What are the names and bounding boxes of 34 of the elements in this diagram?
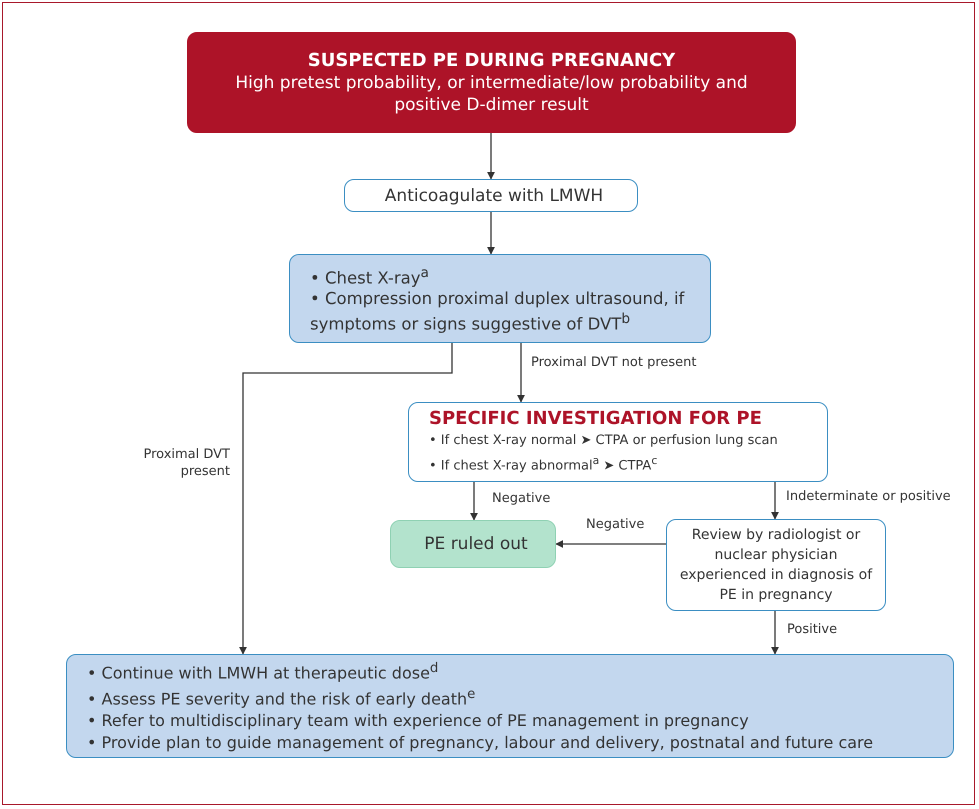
box-text: Review by radiologist or nuclear physician experienced in diagnosis of PE in pregnancy xyxy=(678,526,874,605)
bullet-item: • Refer to multidisciplinary team with experience of PE management in pregnancy xyxy=(87,710,750,732)
bullet-item: • Continue with LMWH at therapeutic dose$^{d}$ xyxy=(87,660,440,684)
box-title: SUSPECTED PE DURING PREGNANCY xyxy=(306,50,676,72)
bullet-item: • Compression proximal duplex ultrasound, if symptoms or signs suggestive of DVT$^{b}$ xyxy=(310,288,686,334)
process-box xyxy=(344,179,638,212)
arrow xyxy=(555,540,666,548)
arrow xyxy=(487,133,495,180)
box-title: SPECIFIC INVESTIGATION FOR PE xyxy=(429,407,763,432)
action-box xyxy=(66,654,954,758)
start-box xyxy=(187,32,796,133)
bullet-item: • If chest X-ray abnormal$^{a}$ ➤ CTPA$^{c}$ xyxy=(429,453,658,476)
edge-label: Indeterminate or positive xyxy=(786,488,951,505)
arrow xyxy=(517,343,525,403)
box-text: Anticoagulate with LMWH xyxy=(384,184,604,206)
arrow xyxy=(470,482,478,521)
arrow xyxy=(771,611,779,655)
process-box xyxy=(666,519,886,611)
arrow xyxy=(239,343,453,655)
edge-label: Proximal DVT not present xyxy=(531,354,696,371)
edge-label: Proximal DVT present xyxy=(142,446,230,480)
arrow xyxy=(487,212,495,255)
edge-label: Negative xyxy=(492,490,550,507)
investigation-box xyxy=(408,402,828,482)
arrow xyxy=(771,482,779,520)
action-box xyxy=(289,254,711,343)
bullet-item: • Assess PE severity and the risk of early death$^{e}$ xyxy=(87,686,476,710)
bullet-item: • If chest X-ray normal ➤ CTPA or perfusion lung scan xyxy=(429,432,779,450)
bullet-item: • Provide plan to guide management of pregnancy, labour and delivery, postnatal and future care xyxy=(87,732,874,754)
edge-label: Negative xyxy=(586,516,644,533)
box-text: PE ruled out xyxy=(423,533,529,555)
box-text: High pretest probability, or intermediate/low probability and positive D-dimer result xyxy=(234,72,749,116)
bullet-item: • Chest X-ray$^{a}$ xyxy=(310,264,430,288)
outcome-box xyxy=(390,520,556,568)
